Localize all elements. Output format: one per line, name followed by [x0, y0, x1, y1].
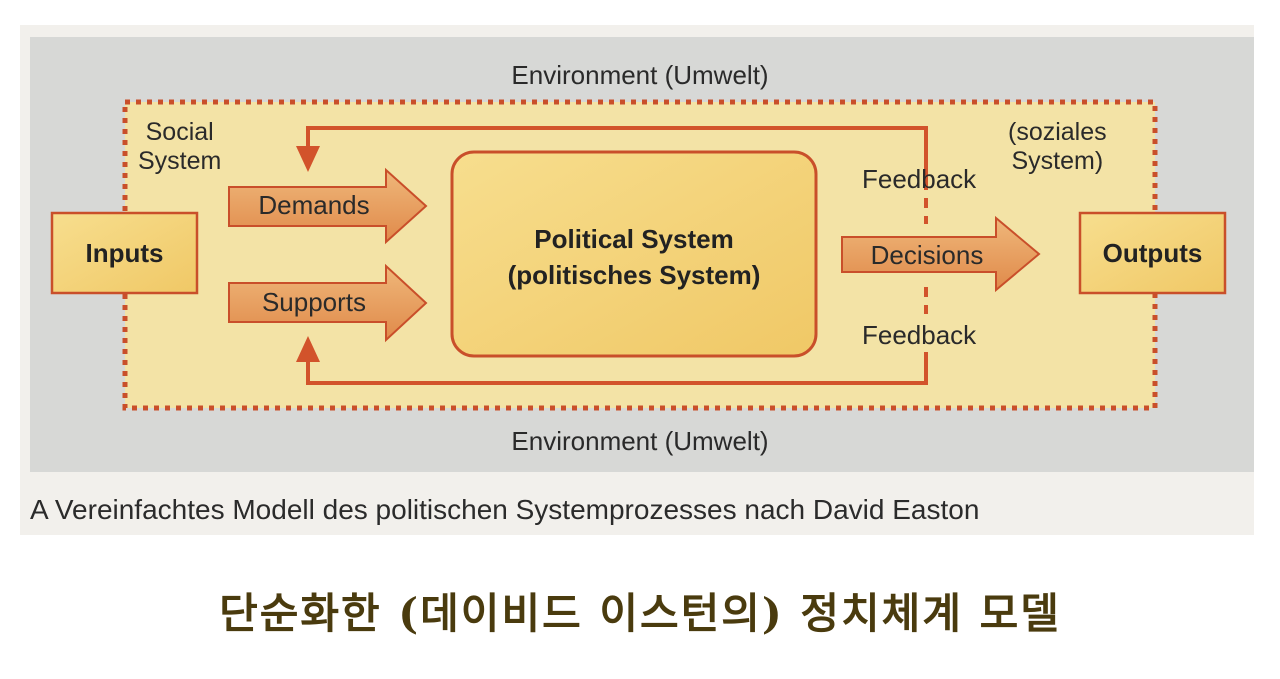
political-system-label: Political System (politisches System)	[452, 221, 816, 293]
inputs-label: Inputs	[85, 238, 164, 268]
figure-caption: A Vereinfachtes Modell des politischen S…	[30, 494, 980, 525]
soziales-system-label: (soziales System)	[1008, 118, 1107, 176]
environment-label-top: Environment (Umwelt)	[511, 60, 769, 90]
feedback-label-top: Feedback	[862, 164, 977, 194]
demands-label: Demands	[258, 190, 370, 220]
social-system-label-line2: System	[138, 147, 222, 175]
feedback-loop-top	[296, 126, 928, 224]
decisions-label: Decisions	[870, 240, 984, 270]
political-system-title: Political System	[534, 224, 734, 254]
social-system-label: Social System	[138, 118, 221, 176]
demands-arrow	[228, 167, 428, 245]
social-system-label-line1: Social	[145, 118, 214, 146]
korean-title: 단순화한 (데이비드 이스턴의) 정치체계 모델	[219, 589, 1061, 638]
feedback-label-bottom: Feedback	[862, 320, 977, 350]
soziales-system-label-line2: System)	[1011, 147, 1104, 175]
political-system-subtitle: (politisches System)	[507, 260, 761, 290]
environment-label-bottom: Environment (Umwelt)	[511, 426, 769, 456]
outputs-box	[1078, 211, 1227, 295]
feedback-loop-bottom	[296, 287, 928, 385]
outputs-label: Outputs	[1102, 238, 1203, 268]
supports-arrow	[228, 263, 428, 343]
soziales-system-label-line1: (soziales	[1008, 118, 1107, 146]
inputs-box	[50, 211, 199, 295]
political-system-box	[450, 150, 818, 358]
supports-label: Supports	[261, 287, 367, 317]
decisions-arrow	[841, 215, 1041, 293]
